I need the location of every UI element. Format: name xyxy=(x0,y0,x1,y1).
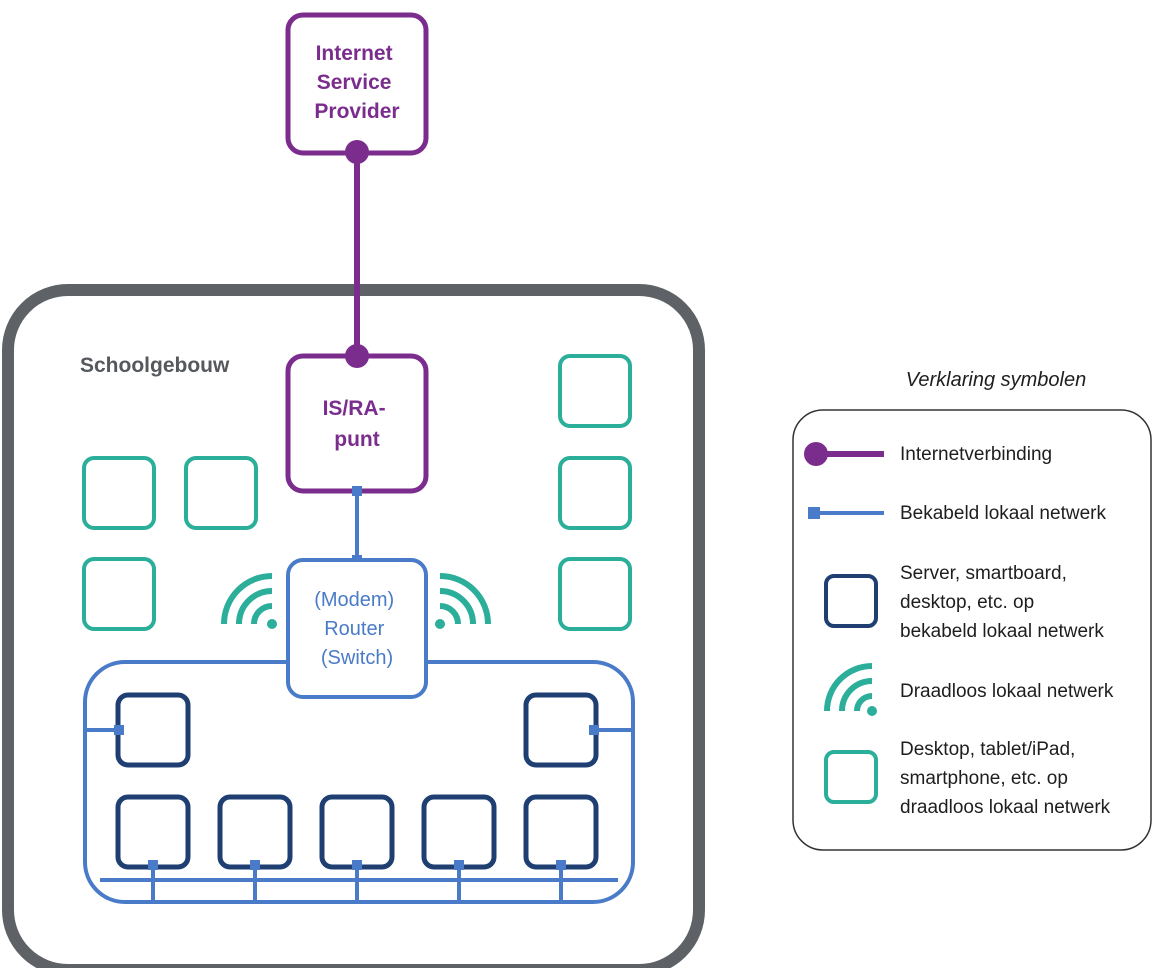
svg-text:IS/RA- punt: IS/RA- punt xyxy=(323,397,392,451)
legend-item-label: smartphone, etc. op xyxy=(900,768,1068,789)
wired-device xyxy=(319,794,395,870)
wired-connector xyxy=(352,486,362,496)
is-ra-box xyxy=(285,353,429,494)
wired-network-icon xyxy=(808,507,820,519)
svg-text:Internet Service P: Internet Service Provider xyxy=(314,42,399,123)
legend-item-label: Draadloos lokaal netwerk xyxy=(900,681,1114,702)
svg-text:Desktop, tablet/iPad, sm: Desktop, tablet/iPad, smartphone, etc. o… xyxy=(900,739,1111,818)
isp-label-line: Provider xyxy=(314,100,399,123)
wifi-icon xyxy=(824,663,877,716)
wired-connector xyxy=(556,860,566,870)
wired-connector xyxy=(454,860,464,870)
wifi-icon xyxy=(435,573,491,629)
legend-item-label: Internetverbinding xyxy=(900,444,1052,465)
router-label-line: (Switch) xyxy=(321,647,393,669)
router-box xyxy=(286,558,428,699)
legend-item-label: bekabeld lokaal netwerk xyxy=(900,621,1104,642)
wired-device-icon xyxy=(824,574,878,628)
legend-item-label: desktop, etc. op xyxy=(900,592,1034,613)
router-node: (Modem) Router (Switch) xyxy=(286,558,428,699)
wired-device xyxy=(421,794,497,870)
router-label-line: Router xyxy=(324,618,384,640)
legend-item-wireless: Draadloos lokaal netwerk xyxy=(824,663,1114,716)
wireless-device xyxy=(82,456,156,530)
is-ra-label-line: IS/RA- xyxy=(323,397,386,420)
legend-item-label: Server, smartboard, xyxy=(900,563,1067,584)
wifi-icon xyxy=(221,573,277,629)
internet-connection-icon xyxy=(804,442,828,466)
wireless-device xyxy=(184,456,258,530)
wireless-device xyxy=(82,557,156,631)
is-ra-label-line: punt xyxy=(334,428,379,451)
legend-title: Verklaring symbolen xyxy=(906,369,1086,391)
internet-connector-dot xyxy=(345,344,369,368)
building-label: Schoolgebouw xyxy=(80,354,230,377)
legend-box xyxy=(792,409,1152,851)
router-label-line: (Modem) xyxy=(314,589,394,611)
wired-device xyxy=(523,692,599,768)
wireless-device xyxy=(558,456,632,530)
isp-node: Internet Service Provider xyxy=(285,12,429,164)
svg-text:Server, smartboard, desk: Server, smartboard, desktop, etc. op bek… xyxy=(900,563,1104,642)
wired-connector xyxy=(148,860,158,870)
wired-connector xyxy=(250,860,260,870)
wired-connector xyxy=(352,860,362,870)
legend-item-label: draadloos lokaal netwerk xyxy=(900,797,1111,818)
wireless-device-icon xyxy=(824,750,878,804)
wired-device xyxy=(115,692,191,768)
svg-text:Bekabeld lokaal netwerk: Bekabeld lokaal netwerk xyxy=(900,503,1106,524)
internet-connector-dot xyxy=(345,140,369,164)
legend-item-internet: Internetverbinding xyxy=(804,442,1052,466)
wired-device xyxy=(523,794,599,870)
wireless-device xyxy=(558,354,632,428)
isp-label-line: Service xyxy=(317,71,392,94)
is-ra-node: IS/RA- punt xyxy=(285,344,429,494)
legend-item-wireless-device: Desktop, tablet/iPad, smartphone, etc. o… xyxy=(824,739,1111,818)
isp-label-line: Internet xyxy=(316,42,393,65)
legend-item-wired-device: Server, smartboard, desktop, etc. op bek… xyxy=(824,563,1104,642)
wireless-device xyxy=(558,557,632,631)
svg-text:Draadloos lokaal netwerk: Draadloos lokaal netwerk xyxy=(900,681,1114,702)
wired-connector xyxy=(114,725,124,735)
wired-device xyxy=(217,794,293,870)
legend-item-wired: Bekabeld lokaal netwerk xyxy=(808,503,1106,524)
wired-connector xyxy=(589,725,599,735)
legend-item-label: Desktop, tablet/iPad, xyxy=(900,739,1075,760)
wired-device xyxy=(115,794,191,870)
legend-item-label: Bekabeld lokaal netwerk xyxy=(900,503,1106,524)
svg-text:Internetverbinding: Internetverbinding xyxy=(900,444,1052,465)
svg-text:(Modem) Router (Sw: (Modem) Router (Switch) xyxy=(314,589,400,669)
